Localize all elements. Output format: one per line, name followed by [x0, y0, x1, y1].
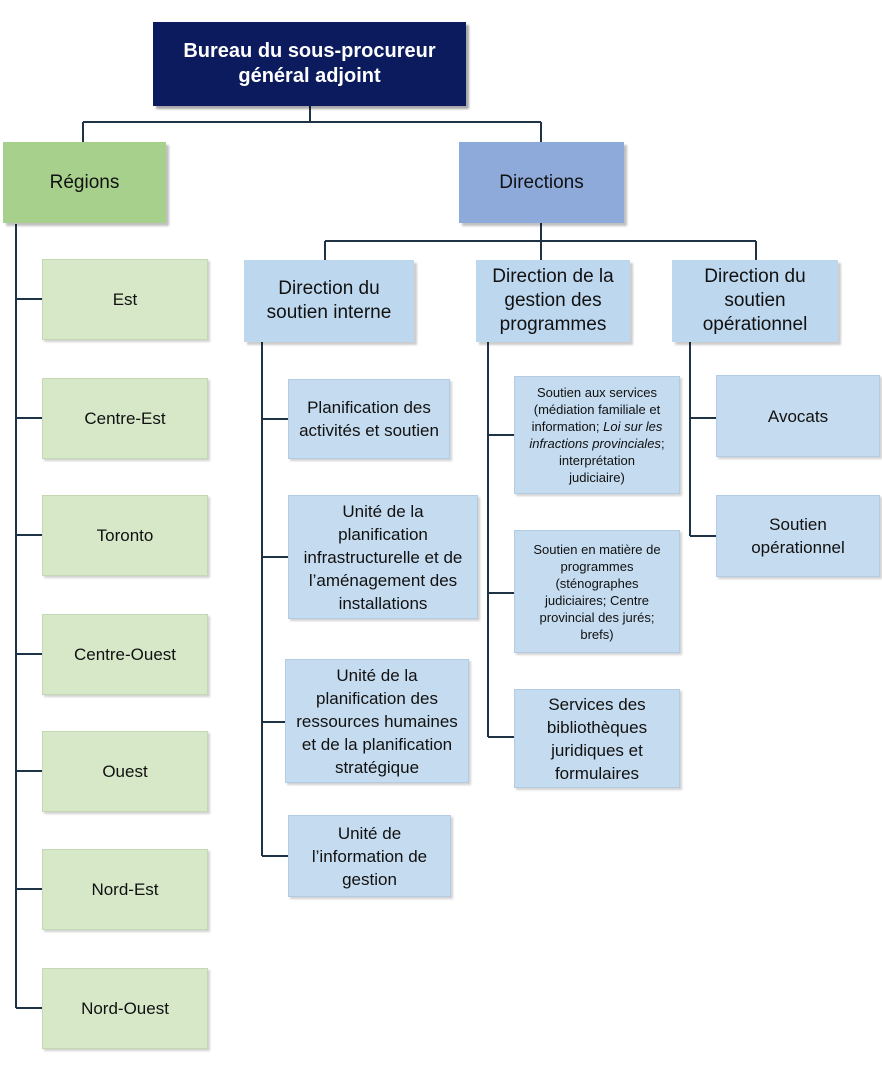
unit-line: Soutien en matière de [533, 541, 661, 557]
region-box-centre-est: Centre-Est [42, 378, 208, 459]
region-box-centre-ouest: Centre-Ouest [42, 614, 208, 695]
unit-line: planification des [316, 688, 438, 708]
unit-line: Avocats [767, 406, 829, 426]
unit-line: brefs) [580, 626, 614, 642]
unit-line: Unité de la [342, 501, 424, 521]
region-label: Ouest [102, 761, 148, 781]
unit-text: information; [531, 419, 604, 434]
programs-title-line: gestion des [504, 290, 602, 311]
unit-line: stratégique [334, 757, 420, 777]
directions-title: Directions [499, 171, 584, 193]
directions-header-box: Directions [459, 142, 624, 223]
unit-line: judiciaires; Centre [544, 592, 650, 608]
unit-line: Services des [548, 694, 646, 714]
region-box-nord-ouest: Nord-Ouest [42, 968, 208, 1049]
unit-line: juridiques et [551, 740, 643, 760]
unit-line: formulaires [554, 763, 640, 783]
unit-text-italic: infractions provinciales [529, 436, 661, 451]
unit-line: et de la planification [301, 734, 453, 754]
unit-box-planning-activities: Planification des activités et soutien [288, 379, 450, 459]
operational-support-directorate-box: Direction du soutien opérationnel [672, 260, 838, 342]
unit-line: Planification des [307, 398, 431, 417]
unit-box-hr-strategic-planning: Unité de la planification des ressources… [285, 659, 469, 783]
operational-title-line: soutien [724, 290, 786, 311]
unit-box-operational-support: Soutien opérationnel [716, 495, 880, 577]
region-box-toronto: Toronto [42, 495, 208, 576]
region-box-ouest: Ouest [42, 731, 208, 812]
unit-line: infractions provinciales; [529, 435, 664, 452]
unit-line: judiciaire) [569, 470, 625, 485]
unit-line: (médiation familiale et [533, 402, 661, 417]
region-label: Est [112, 289, 138, 309]
region-label: Nord-Est [91, 879, 159, 899]
unit-line: infrastructurelle et de [303, 547, 463, 567]
unit-line: l’aménagement des [308, 570, 458, 590]
operational-title-line: opérationnel [702, 314, 808, 335]
unit-line: Soutien aux services [537, 385, 657, 400]
program-management-directorate-box: Direction de la gestion des programmes [476, 260, 630, 342]
unit-line: Unité de la [336, 665, 418, 685]
unit-line: interprétation [559, 453, 635, 468]
unit-line: programmes [560, 558, 634, 574]
unit-box-service-support: Soutien aux services (médiation familial… [514, 376, 680, 494]
unit-line: bibliothèques [546, 717, 648, 737]
region-label: Toronto [96, 525, 154, 545]
unit-box-information-management: Unité de l’information de gestion [288, 815, 451, 897]
regions-header-box: Régions [3, 142, 166, 223]
unit-line: l’information de [311, 846, 428, 866]
unit-line: provincial des jurés; [539, 609, 655, 625]
programs-title-line: Direction de la [492, 266, 614, 287]
unit-line: gestion [342, 869, 397, 889]
unit-box-legal-libraries: Services des bibliothèques juridiques et… [514, 689, 680, 788]
region-label: Centre-Est [84, 408, 166, 428]
root-box: Bureau du sous-procureur général adjoint [153, 22, 466, 106]
regions-title: Régions [49, 171, 120, 193]
programs-title-line: programmes [499, 314, 607, 335]
unit-line: Unité de [337, 823, 402, 843]
unit-line: information; Loi sur les [532, 418, 663, 435]
internal-title-line: soutien interne [266, 302, 392, 323]
unit-box-infrastructure-planning: Unité de la planification infrastructure… [288, 495, 478, 619]
root-title-line-1: Bureau du sous-procureur [183, 40, 436, 62]
region-box-est: Est [42, 259, 208, 340]
unit-box-program-support: Soutien en matière de programmes (sténog… [514, 530, 680, 653]
operational-title-line: Direction du [704, 266, 806, 287]
unit-text-italic: Loi sur les [603, 419, 663, 434]
unit-line: installations [338, 593, 428, 613]
region-box-nord-est: Nord-Est [42, 849, 208, 930]
unit-line: (sténographes [555, 575, 639, 591]
unit-line: planification [338, 524, 428, 544]
unit-line: opérationnel [751, 538, 845, 557]
unit-line: ressources humaines [296, 711, 458, 731]
root-title-line-2: général adjoint [238, 65, 381, 87]
unit-line: activités et soutien [299, 421, 439, 440]
region-label: Centre-Ouest [73, 644, 177, 664]
internal-support-directorate-box: Direction du soutien interne [244, 260, 414, 342]
region-label: Nord-Ouest [81, 998, 169, 1018]
unit-line: Soutien [769, 515, 827, 534]
internal-title-line: Direction du [278, 278, 380, 299]
unit-box-lawyers: Avocats [716, 375, 880, 457]
unit-text: ; [660, 436, 665, 451]
